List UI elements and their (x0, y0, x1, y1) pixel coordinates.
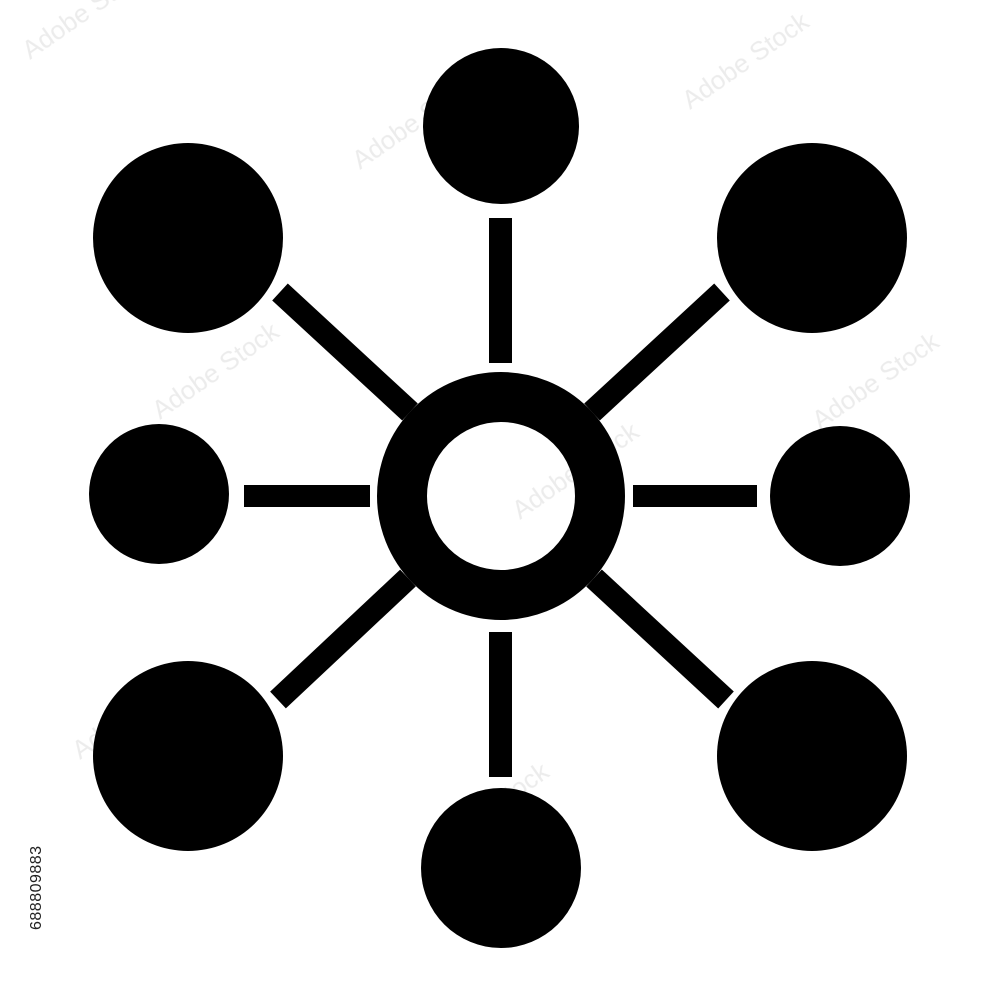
node-left (89, 424, 229, 564)
connector-bottom (489, 632, 512, 777)
connector-upper-left (272, 283, 418, 421)
connector-lower-left (270, 569, 416, 709)
node-top (423, 48, 579, 204)
connector-right (633, 485, 757, 507)
node-bottom (421, 788, 581, 948)
node-right (770, 426, 910, 566)
stock-id-label: 688809883 (28, 845, 45, 930)
connector-left (244, 485, 370, 507)
node-lower-right (717, 661, 907, 851)
connector-top (489, 218, 512, 363)
node-lower-left (93, 661, 283, 851)
node-upper-left (93, 143, 283, 333)
node-upper-right (717, 143, 907, 333)
connector-lower-right (586, 569, 734, 709)
connector-upper-right (584, 283, 730, 421)
hub-ring (377, 372, 625, 620)
